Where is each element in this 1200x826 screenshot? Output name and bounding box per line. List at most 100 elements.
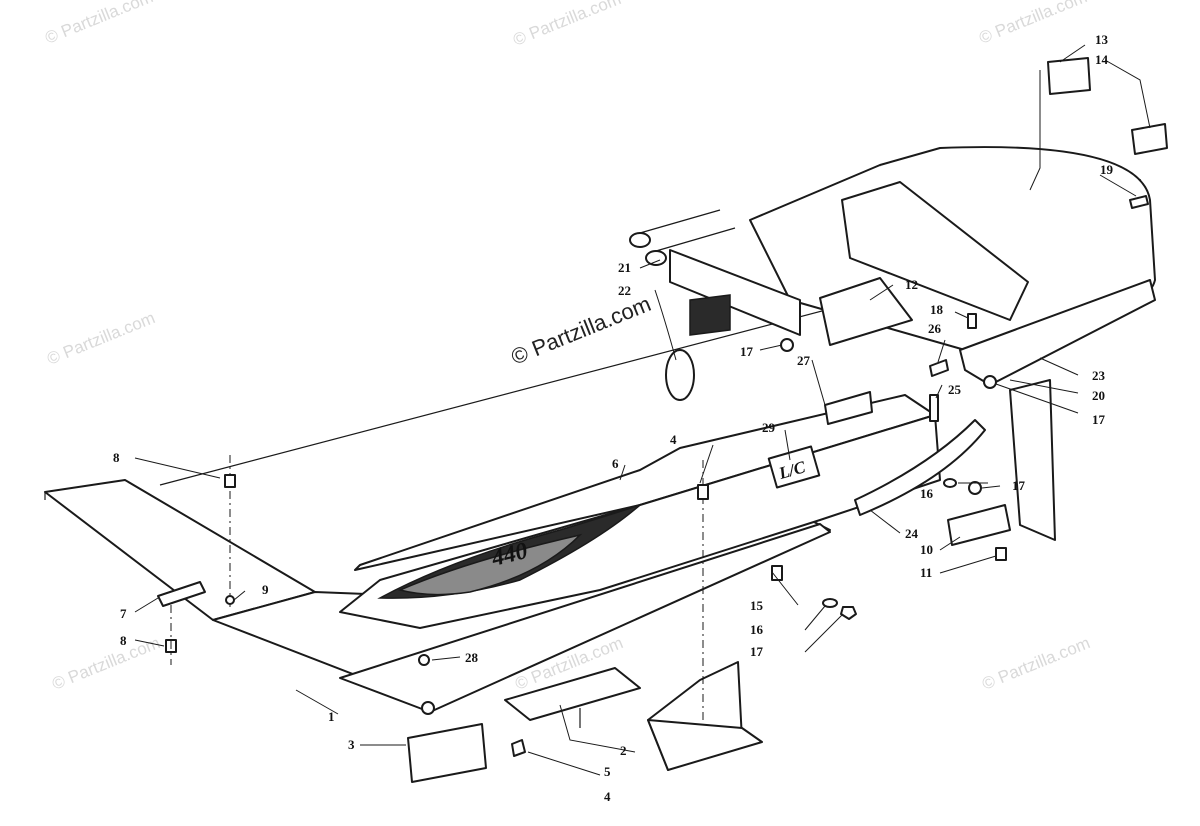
leader-29 bbox=[784, 429, 791, 461]
washer-26 bbox=[929, 359, 949, 377]
callout-27: 27 bbox=[797, 353, 811, 368]
tail-light-22 bbox=[665, 349, 695, 401]
hardware-fasteners bbox=[157, 455, 857, 757]
tube-end-21a bbox=[629, 232, 651, 248]
step-bar-20 bbox=[959, 279, 1156, 386]
callout-26: 26 bbox=[928, 321, 942, 336]
bracket-plate-21 bbox=[669, 249, 801, 336]
callout-1: 1 bbox=[328, 709, 335, 724]
reflector-13 bbox=[1047, 57, 1091, 95]
leader-12 bbox=[869, 284, 894, 301]
callout-19: 19 bbox=[1100, 162, 1114, 177]
callout-24: 24 bbox=[905, 526, 919, 541]
callout-23: 23 bbox=[1092, 368, 1106, 383]
watermark-text: © Partzilla.com bbox=[44, 308, 157, 369]
leader-17-mid bbox=[981, 485, 1001, 489]
nut-17-mid bbox=[968, 481, 982, 495]
lc-badge bbox=[767, 445, 821, 489]
tube-24 bbox=[854, 419, 986, 516]
leader-11 bbox=[939, 555, 997, 574]
washer-16-lower bbox=[822, 598, 838, 608]
leader-1 bbox=[295, 689, 339, 715]
watermark-center-text: © Partzilla.com bbox=[508, 291, 655, 370]
leader-22 bbox=[654, 289, 677, 361]
leader-14 bbox=[1104, 59, 1151, 129]
leader-9 bbox=[233, 590, 246, 601]
nut-17-upper bbox=[780, 338, 794, 352]
nut-17-lower bbox=[840, 606, 857, 620]
leader-20 bbox=[1009, 379, 1079, 394]
leader-17-right bbox=[995, 383, 1079, 414]
callout-17: 17 bbox=[750, 644, 764, 659]
leader-15 bbox=[771, 571, 799, 606]
rivet-8-top bbox=[224, 474, 236, 488]
callout-4: 4 bbox=[604, 789, 611, 804]
leader-16-lower bbox=[804, 605, 826, 631]
leader-23 bbox=[1039, 357, 1079, 376]
callout-28: 28 bbox=[465, 650, 479, 665]
plate-10 bbox=[947, 504, 1011, 546]
lens-22 bbox=[689, 294, 731, 336]
callout-20: 20 bbox=[1092, 388, 1105, 403]
leader-13b bbox=[1029, 70, 1041, 191]
console-decal-band bbox=[397, 533, 583, 596]
rivet-4 bbox=[697, 484, 709, 500]
callout-21: 21 bbox=[618, 260, 631, 275]
tube-end-21b bbox=[645, 250, 667, 266]
leader-lines bbox=[134, 44, 1151, 776]
callout-labels: 8 8 7 9 1 3 28 2 5 4 6 4 29 15 16 17 24 … bbox=[113, 32, 1114, 804]
leader-13 bbox=[1059, 44, 1086, 63]
callout-16: 16 bbox=[920, 486, 934, 501]
callout-11: 11 bbox=[920, 565, 932, 580]
leader-24 bbox=[869, 509, 901, 534]
leader-25 bbox=[935, 384, 943, 399]
leader-2 bbox=[559, 704, 636, 753]
footrest-part bbox=[504, 661, 763, 771]
tread-block-12 bbox=[819, 277, 913, 346]
leader-28 bbox=[431, 656, 461, 661]
leader-10 bbox=[939, 536, 961, 551]
callout-2: 2 bbox=[620, 743, 627, 758]
watermark-text: © Partzilla.com bbox=[979, 633, 1092, 694]
callout-12: 12 bbox=[905, 277, 918, 292]
callout-8: 8 bbox=[113, 450, 120, 465]
watermark-text: © Partzilla.com bbox=[976, 0, 1089, 48]
callout-17: 17 bbox=[740, 344, 754, 359]
bracket-7 bbox=[157, 581, 206, 607]
leader-4-5 bbox=[527, 751, 601, 776]
leader-7 bbox=[134, 597, 159, 613]
reflector-14 bbox=[1131, 123, 1168, 155]
callout-8: 8 bbox=[120, 633, 127, 648]
callout-4: 4 bbox=[670, 432, 677, 447]
footrest-plate bbox=[504, 667, 641, 721]
washer-9 bbox=[225, 595, 235, 605]
leader-21 bbox=[639, 259, 661, 269]
pan-fold-line bbox=[124, 479, 316, 593]
hitch-plate-20 bbox=[1009, 379, 1056, 541]
callout-5: 5 bbox=[604, 764, 611, 779]
leader-8b bbox=[134, 639, 165, 647]
leader-17-upper bbox=[759, 344, 783, 351]
spacer-27 bbox=[824, 391, 873, 425]
bolt-11 bbox=[995, 547, 1007, 561]
tube-21a bbox=[639, 209, 721, 234]
callout-22: 22 bbox=[618, 283, 631, 298]
bolt-25 bbox=[929, 394, 939, 422]
callout-6: 6 bbox=[612, 456, 619, 471]
side-console-part: 440 L/C bbox=[339, 394, 941, 629]
leader-19 bbox=[1099, 174, 1137, 197]
callout-18: 18 bbox=[930, 302, 944, 317]
leader-6 bbox=[619, 464, 626, 481]
watermark-text: © Partzilla.com bbox=[42, 0, 155, 48]
pan-rivet bbox=[421, 701, 435, 715]
watermark-text: © Partzilla.com bbox=[510, 0, 623, 50]
callout-3: 3 bbox=[348, 737, 355, 752]
screw-19 bbox=[1129, 195, 1149, 209]
callout-10: 10 bbox=[920, 542, 933, 557]
callout-25: 25 bbox=[948, 382, 962, 397]
reflector-part-3 bbox=[407, 723, 487, 783]
callout-14: 14 bbox=[1095, 52, 1109, 67]
nut-17-right bbox=[983, 375, 997, 389]
plug-28 bbox=[418, 654, 430, 666]
leader-27 bbox=[811, 359, 826, 406]
